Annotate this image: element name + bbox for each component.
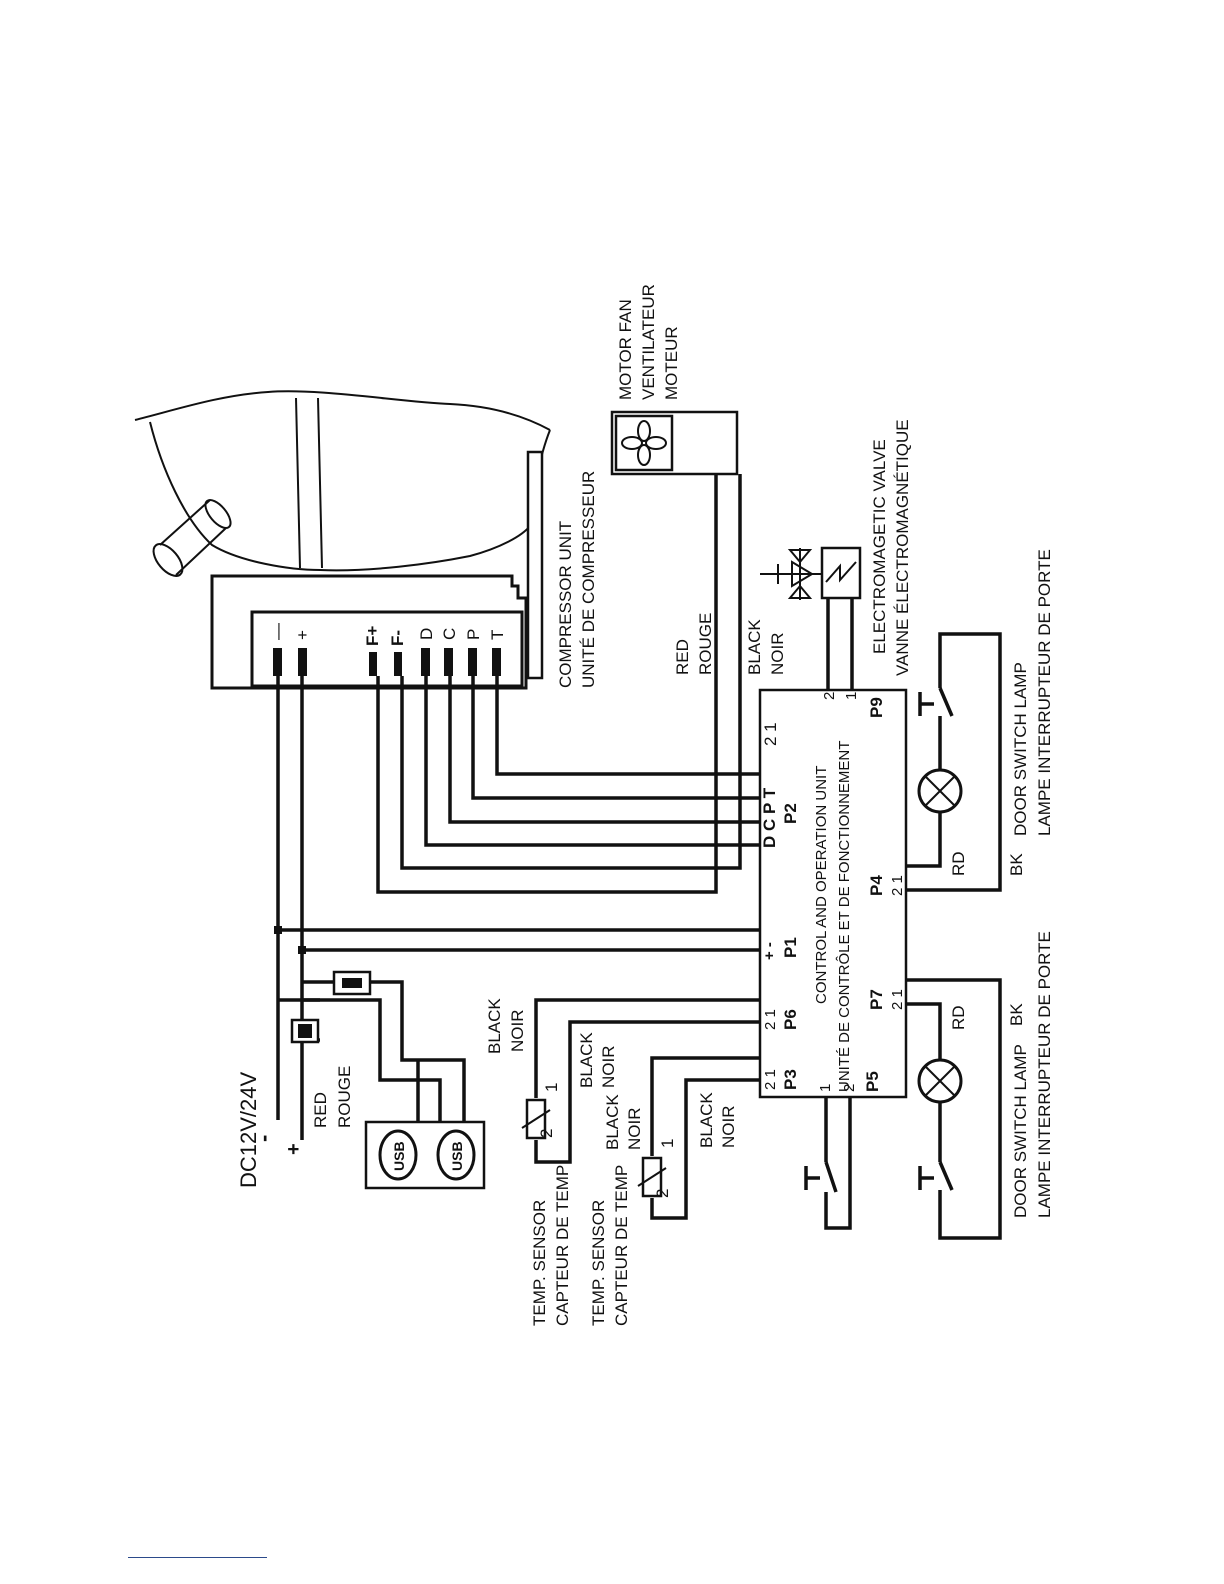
door-switch-1 bbox=[918, 687, 954, 717]
port-top-pins: 2 1 bbox=[761, 722, 780, 746]
sensor-1-pin2: 2 bbox=[537, 1129, 556, 1138]
lamp-2-label-en: DOOR SWITCH LAMP bbox=[1011, 1044, 1030, 1218]
compressor-terminal-pins bbox=[273, 648, 501, 676]
usb-port-1: USB bbox=[378, 1129, 418, 1181]
control-port-labels: P1 + - P2 D C P T P3 2 1 P4 2 1 P5 1 2 P… bbox=[760, 692, 906, 1092]
sensor-2-pin1: 1 bbox=[658, 1139, 677, 1148]
compressor-label-en: COMPRESSOR UNIT bbox=[556, 521, 575, 688]
power-voltage-label: DC12V/24V bbox=[236, 1071, 261, 1188]
terminal-minus: — bbox=[268, 623, 287, 640]
control-label-en: CONTROL AND OPERATION UNIT bbox=[813, 766, 830, 1004]
port-p3: P3 bbox=[781, 1069, 800, 1090]
power-bus-junctions bbox=[274, 926, 306, 954]
lamp-1-rd: RD bbox=[949, 851, 968, 876]
port-p1: P1 bbox=[781, 937, 800, 958]
lamp-2-bk: BK bbox=[1007, 1003, 1026, 1026]
fan-label-fr1: VENTILATEUR bbox=[639, 284, 658, 400]
lamp-2-label-fr: LAMPE INTERRUPTEUR DE PORTE bbox=[1035, 931, 1054, 1218]
lamp-1-label-en: DOOR SWITCH LAMP bbox=[1011, 662, 1030, 836]
temp-sensor-2: 1 2 bbox=[637, 1139, 677, 1198]
port-p5: P5 bbox=[863, 1071, 882, 1092]
fan-red-wire-label-fr: ROUGE bbox=[696, 613, 715, 675]
usb-port-2: USB bbox=[436, 1129, 476, 1181]
extra-wire-1-label-fr: NOIR bbox=[625, 1108, 644, 1151]
power-minus-label: - bbox=[251, 1135, 276, 1142]
power-wire-label-fr: ROUGE bbox=[335, 1066, 354, 1128]
fuse-symbol bbox=[332, 970, 372, 996]
usb-port-2-label: USB bbox=[449, 1141, 465, 1171]
wires bbox=[276, 474, 1002, 1240]
port-p2: P2 bbox=[781, 803, 800, 824]
footer-rule bbox=[128, 1557, 267, 1558]
sensor-1-wire-label-en: BLACK bbox=[485, 998, 504, 1054]
terminal-f-plus: F+ bbox=[363, 626, 382, 646]
door-switch-2 bbox=[918, 1161, 954, 1191]
compressor-bracket bbox=[526, 450, 544, 680]
port-p9-pin2: 2 bbox=[821, 692, 838, 700]
sensor-2-label-en: TEMP. SENSOR bbox=[589, 1200, 608, 1326]
door-lamp-1 bbox=[917, 768, 963, 814]
valve-symbol bbox=[760, 548, 822, 600]
valve-coil-symbol bbox=[825, 561, 857, 583]
power-plus-label: + bbox=[283, 1143, 305, 1155]
sensor-2-wire-label-fr: NOIR bbox=[599, 1046, 618, 1089]
port-p6: P6 bbox=[781, 1009, 800, 1030]
extra-wire-1-label-en: BLACK bbox=[603, 1094, 622, 1150]
compressor-body bbox=[134, 390, 551, 577]
terminal-f-minus: F- bbox=[388, 630, 407, 646]
sensor-1-wire-label-fr: NOIR bbox=[508, 1010, 527, 1053]
sensor-2-pin2: 2 bbox=[653, 1189, 672, 1198]
port-p2-pins: D C P T bbox=[760, 787, 779, 848]
port-p3-pins: 2 1 bbox=[762, 1069, 779, 1090]
control-label-fr: UNITÉ DE CONTRÔLE ET DE FONCTIONNEMENT bbox=[836, 741, 853, 1092]
fan-black-wire-label-fr: NOIR bbox=[768, 633, 787, 676]
fan-icon-frame bbox=[614, 414, 674, 472]
control-unit-box bbox=[758, 688, 908, 1099]
extra-wire-2-label-fr: NOIR bbox=[719, 1106, 738, 1149]
compressor-terminal-labels: — + F+ F- D C P T bbox=[268, 623, 507, 646]
fan-icon bbox=[621, 420, 667, 466]
lamp-1-label-fr: LAMPE INTERRUPTEUR DE PORTE bbox=[1035, 549, 1054, 836]
usb-port-1-label: USB bbox=[391, 1141, 407, 1171]
terminal-t: T bbox=[488, 630, 507, 640]
sensor-2-label-fr: CAPTEUR DE TEMP bbox=[612, 1165, 631, 1326]
power-wire-label-en: RED bbox=[311, 1092, 330, 1128]
port-p5-pin2: 2 bbox=[841, 1084, 858, 1092]
port-p4: P4 bbox=[867, 875, 886, 896]
sensor-1-pin1: 1 bbox=[542, 1083, 561, 1092]
sensor-1-label-fr: CAPTEUR DE TEMP bbox=[553, 1165, 572, 1326]
sensor-1-label-en: TEMP. SENSOR bbox=[530, 1200, 549, 1326]
temp-sensor-1: 1 2 bbox=[521, 1083, 561, 1140]
plug-symbol bbox=[290, 1018, 320, 1044]
door-lamp-2 bbox=[917, 1058, 963, 1104]
port-p9: P9 bbox=[867, 697, 886, 718]
port-p7: P7 bbox=[867, 989, 886, 1010]
compressor-label-fr: UNITÉ DE COMPRESSEUR bbox=[579, 471, 598, 688]
port-p4-pins: 2 1 bbox=[889, 875, 906, 896]
fan-label-fr2: MOTEUR bbox=[662, 326, 681, 400]
valve-label-en: ELECTROMAGETIC VALVE bbox=[870, 439, 889, 654]
port-p5-pin1: 1 bbox=[817, 1084, 834, 1092]
port-p1-pins: + - bbox=[761, 942, 778, 960]
extra-wire-2-label-en: BLACK bbox=[697, 1092, 716, 1148]
fan-black-wire-label-en: BLACK bbox=[745, 619, 764, 675]
terminal-plus: + bbox=[293, 630, 312, 640]
valve-label-fr: VANNE ÉLECTROMAGNÉTIQUE bbox=[893, 419, 912, 676]
port-p7-pins: 2 1 bbox=[889, 989, 906, 1010]
port-p9-pin1: 1 bbox=[843, 692, 860, 700]
port-p6-pins: 2 1 bbox=[762, 1009, 779, 1030]
fan-red-wire-label-en: RED bbox=[673, 639, 692, 675]
p5-switch bbox=[804, 1161, 838, 1193]
sensor-2-wire-label-en: BLACK bbox=[577, 1032, 596, 1088]
lamp-2-rd: RD bbox=[949, 1005, 968, 1030]
terminal-d: D bbox=[417, 628, 436, 640]
compressor-terminal-strip bbox=[250, 610, 524, 688]
terminal-p: P bbox=[464, 629, 483, 640]
fan-label-en: MOTOR FAN bbox=[616, 299, 635, 400]
terminal-c: C bbox=[440, 628, 459, 640]
lamp-1-bk: BK bbox=[1007, 853, 1026, 876]
